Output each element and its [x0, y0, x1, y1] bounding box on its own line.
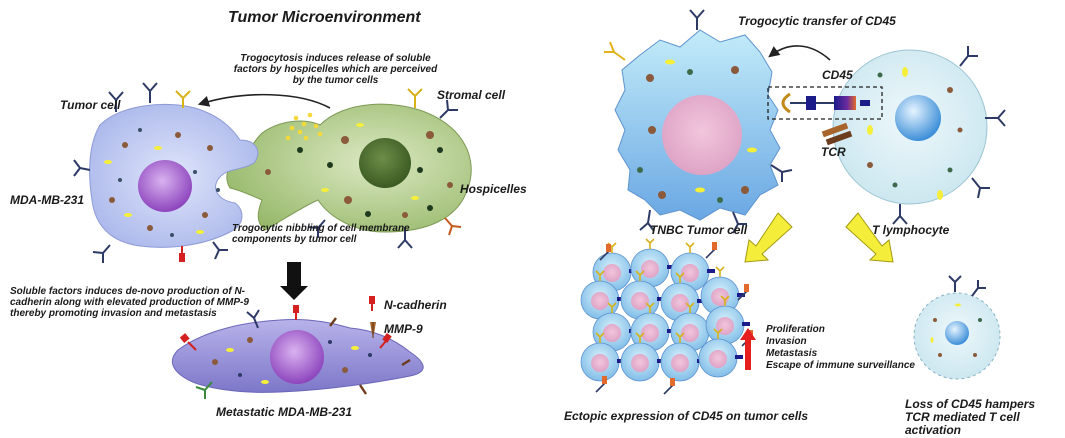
metastatic-label: Metastatic MDA-MB-231 — [216, 405, 353, 419]
cd45-molecule-small — [705, 242, 717, 259]
small-tumor-cell — [592, 302, 637, 352]
cd45-molecule-small — [599, 244, 611, 261]
n-cadherin-legend-icon — [369, 296, 375, 311]
cd45-molecule-small — [737, 284, 749, 301]
soluble-factors-label: Soluble factors induces de-novo producti… — [10, 286, 249, 319]
n-cadherin-marker-tumor — [179, 253, 185, 262]
t-cell-without-cd45-details — [930, 275, 986, 357]
tcr-icon — [821, 122, 853, 146]
hospicelle-granules — [265, 123, 453, 218]
t-lymphocyte-receptors — [892, 46, 1006, 225]
loss-of-cd45-label: Loss of CD45 hampers TCR mediated T cell… — [905, 397, 1036, 438]
cd45-molecule-icon — [781, 92, 870, 114]
tcr-label: TCR — [821, 145, 846, 159]
stromal-cell-label: Stromal cell — [437, 88, 506, 102]
release-arrow — [197, 93, 331, 109]
t-lymphocyte-label: T lymphocyte — [872, 223, 950, 237]
outcome-metastasis: Metastasis — [766, 348, 818, 359]
t-cell-without-cd45-nucleus — [945, 321, 969, 345]
cd45-molecule-small — [663, 378, 675, 395]
outcome-invasion: Invasion — [766, 336, 807, 347]
red-up-arrow — [740, 328, 756, 370]
tumor-receptor-yellow — [175, 88, 423, 108]
tumor-cell-nucleus — [138, 160, 192, 212]
n-cadherin-label: N-cadherin — [384, 298, 447, 312]
small-tumor-cell — [630, 238, 675, 288]
tumor-cell-label: Tumor cell — [60, 98, 121, 112]
cd45-transfer-box — [767, 86, 883, 120]
mda-mb-231-label: MDA-MB-231 — [10, 193, 85, 207]
hospicelle-body — [226, 103, 472, 233]
small-tumor-cell — [580, 270, 625, 320]
mmp9-legend-icon — [370, 322, 376, 338]
cd45-transfer-arrow — [768, 45, 831, 61]
tnbc-granules — [637, 59, 757, 203]
mmp9-label: MMP-9 — [384, 322, 423, 336]
cd45-molecule-small — [595, 376, 607, 393]
t-lymphocyte-granules — [867, 67, 963, 200]
small-tumor-cell — [698, 328, 743, 378]
metastatic-granules — [212, 337, 372, 384]
progression-arrow — [280, 262, 308, 300]
metastatic-cell-nucleus — [270, 330, 324, 384]
t-lymphocyte-nucleus — [895, 95, 941, 141]
outcome-immune-escape: Escape of immune surveillance — [766, 360, 915, 371]
ectopic-expression-label: Ectopic expression of CD45 on tumor cell… — [564, 409, 809, 423]
trogocytic-nibbling-label: Trogocytic nibbling of cell membrane com… — [232, 223, 410, 245]
cd45-transfer-label: Trogocytic transfer of CD45 — [738, 14, 896, 28]
tnbc-receptors — [604, 9, 793, 234]
small-tumor-cell — [705, 295, 750, 345]
small-tumor-cell — [670, 302, 715, 352]
soluble-factor-dots — [285, 112, 323, 141]
yellow-arrow-to-tumor — [744, 212, 793, 263]
outcome-proliferation: Proliferation — [766, 324, 825, 335]
cd45-label: CD45 — [822, 68, 853, 82]
membrane-receptors-left — [73, 82, 462, 263]
metastatic-surface-markers — [179, 305, 411, 399]
hospicelles-label: Hospicelles — [460, 182, 527, 196]
tumor-cell-granules — [104, 128, 220, 237]
small-tumor-cell — [660, 332, 705, 382]
trogocytosis-release-label: Trogocytosis induces release of soluble … — [233, 53, 438, 86]
tumor-cell-cluster — [580, 238, 753, 395]
small-tumor-cell — [580, 332, 625, 382]
left-panel-title: Tumor Microenvironment — [228, 9, 421, 26]
yellow-arrow-to-tcell — [845, 212, 894, 263]
tnbc-nucleus — [662, 95, 742, 175]
tnbc-tumor-cell-label: TNBC Tumor cell — [650, 223, 748, 237]
hospicelle-nucleus — [359, 138, 411, 188]
